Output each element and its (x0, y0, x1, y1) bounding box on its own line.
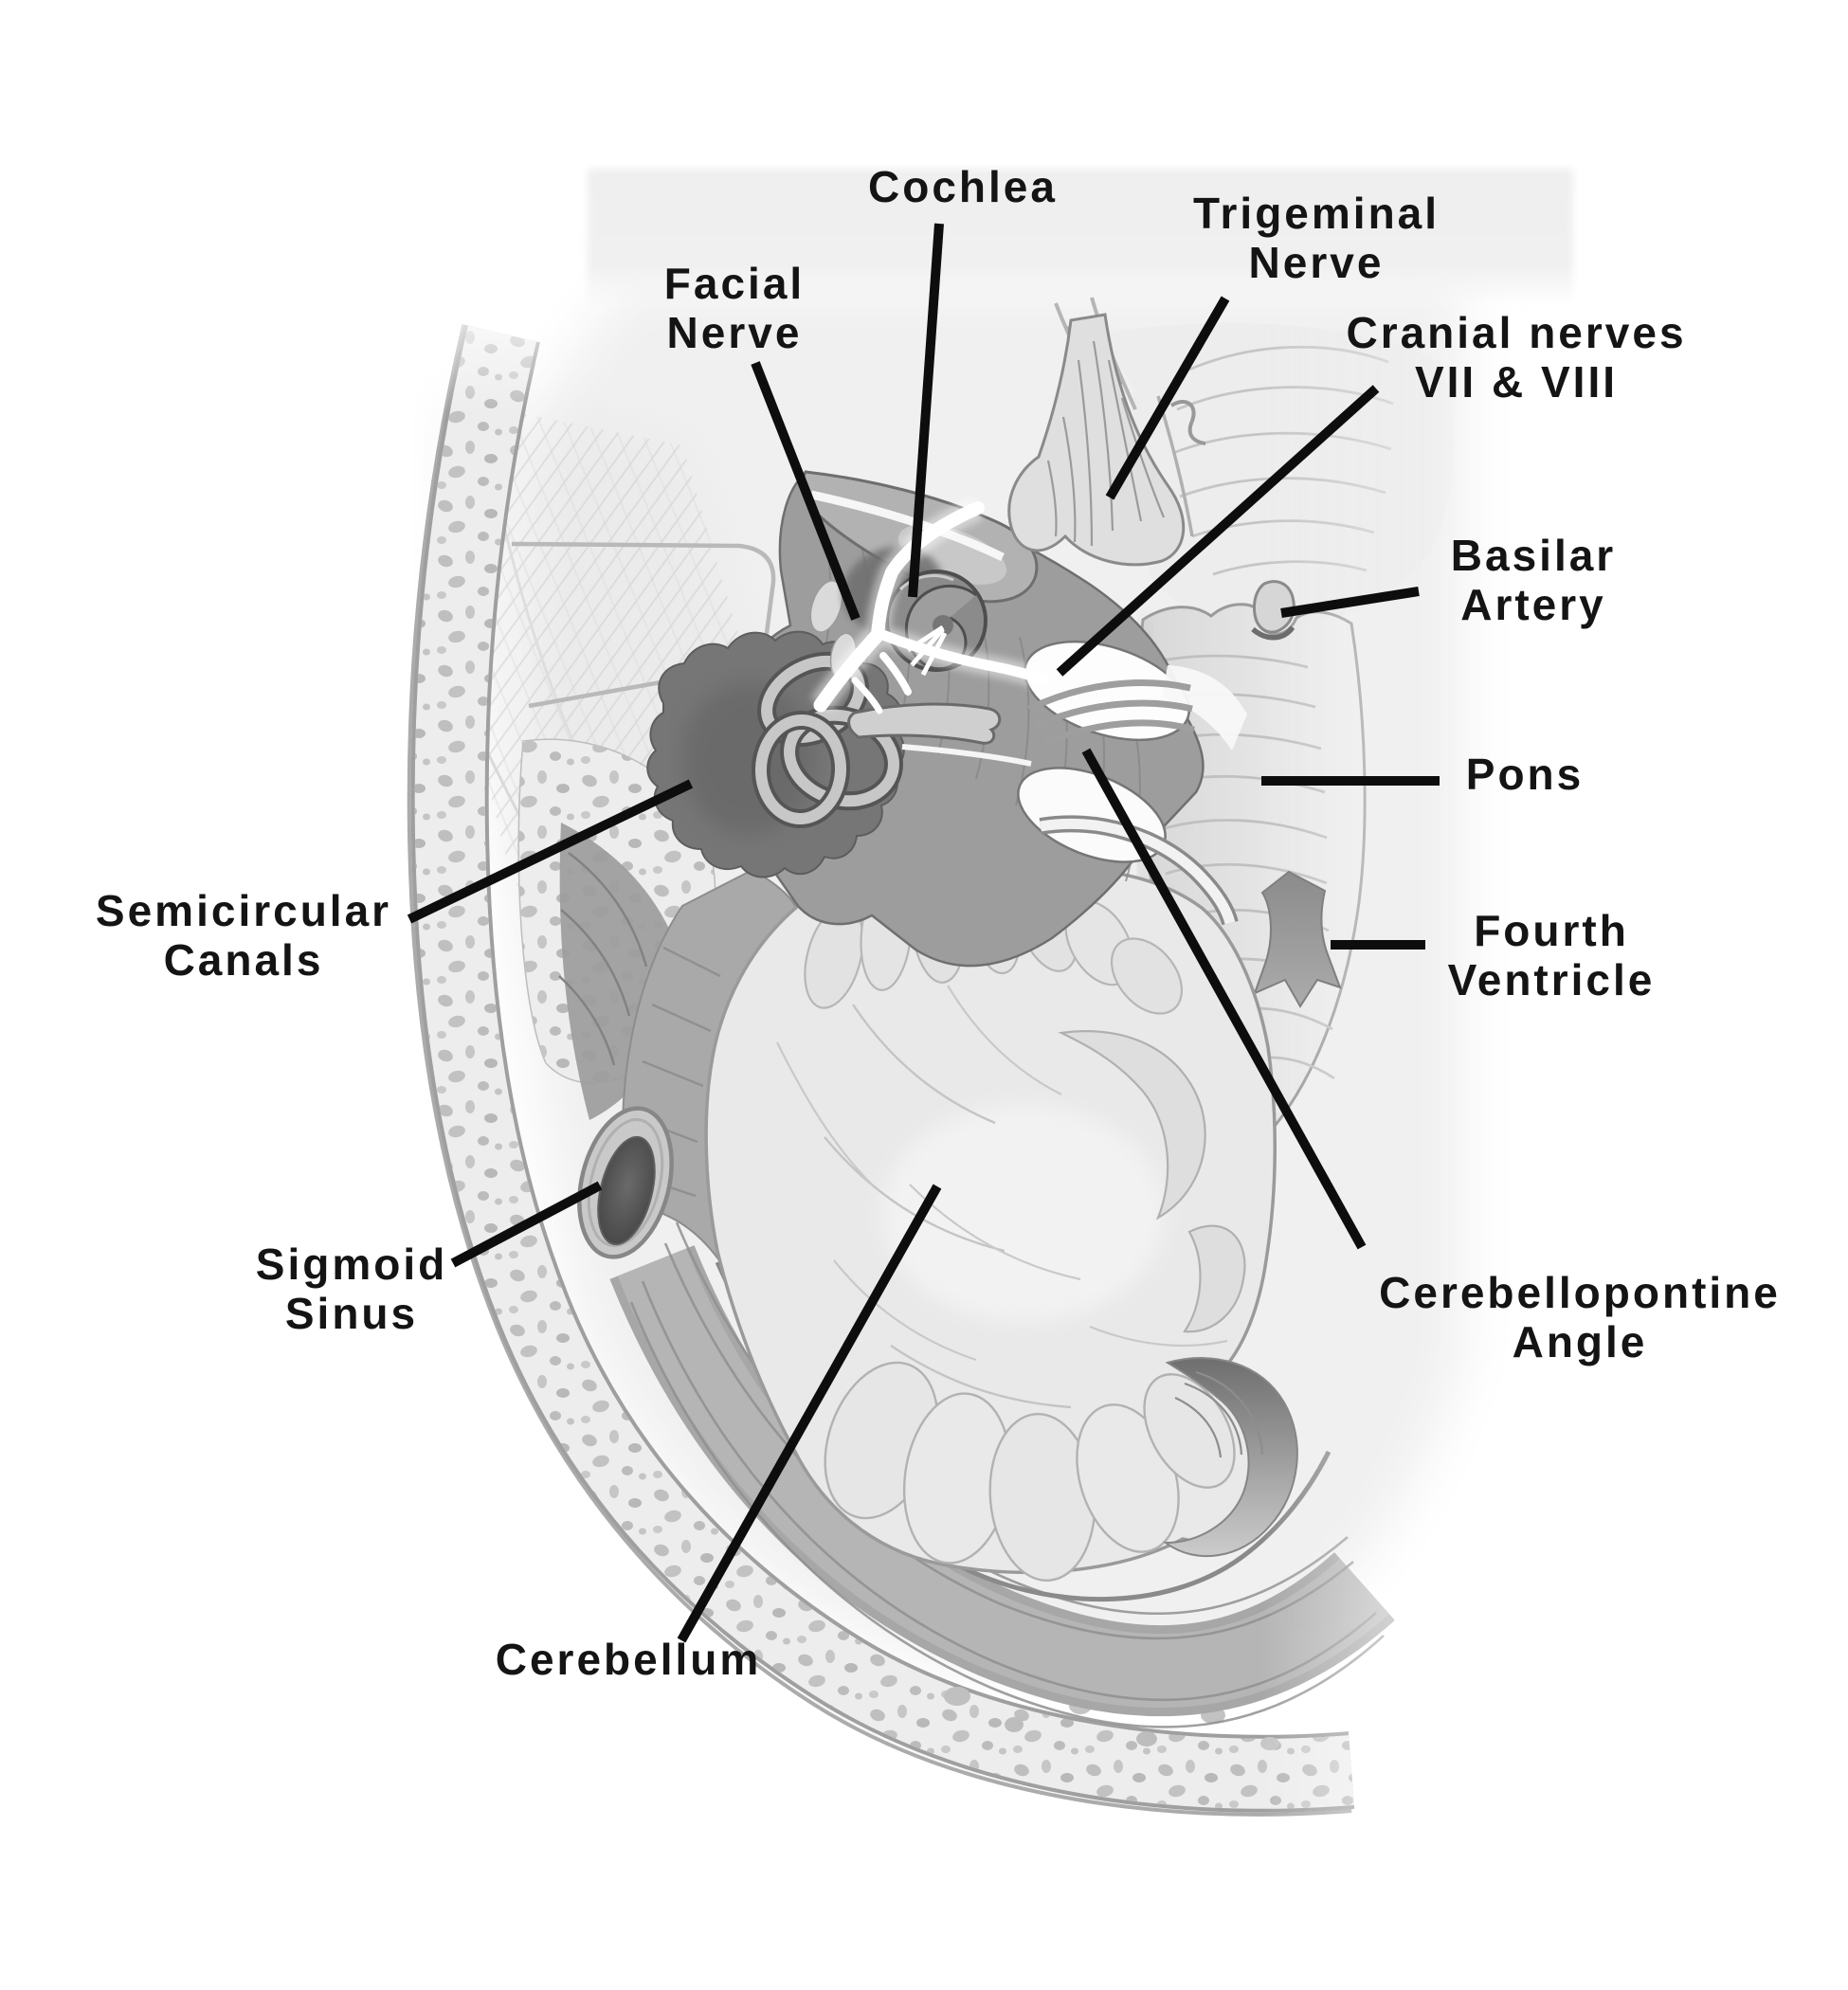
label-text: Nerve (1248, 238, 1385, 287)
label-trigeminal-nerve: Trigeminal Nerve (1193, 189, 1440, 287)
fourth-ventricle-shape (1253, 870, 1342, 1008)
label-text: Cochlea (868, 162, 1058, 211)
basilar-artery-tube (1251, 580, 1295, 641)
label-pons: Pons (1466, 750, 1584, 799)
label-text: Angle (1512, 1317, 1648, 1366)
label-text: Sigmoid (255, 1239, 448, 1289)
cerebellum-mass (704, 863, 1298, 1582)
label-cochlea: Cochlea (868, 162, 1058, 211)
leader-cerebellopontine-angle (1081, 748, 1367, 1250)
leader-semicircular-canals (407, 779, 694, 924)
leader-sigmoid-sinus (450, 1181, 603, 1268)
endolymphatic-duct (847, 702, 1002, 745)
leader-cranial-nerves-vii-viii (1056, 385, 1380, 677)
leader-cochlea (908, 223, 944, 598)
label-text: Pons (1465, 750, 1585, 799)
label-text: Cerebellopontine (1379, 1268, 1781, 1317)
label-text: Sinus (284, 1289, 419, 1338)
label-text: Basilar (1450, 531, 1617, 580)
cranial-nerve-vii-viii-bundle (1027, 679, 1195, 747)
label-text: Facial (663, 259, 806, 308)
leader-cerebellum (677, 1184, 942, 1643)
trigeminal-nerve-bundle (1007, 297, 1186, 567)
leader-trigeminal-nerve (1105, 296, 1230, 500)
label-text: Semicircular (95, 886, 392, 935)
label-text: Ventricle (1447, 955, 1656, 1004)
label-text: VII & VIII (1414, 357, 1619, 407)
label-text: Nerve (666, 308, 803, 357)
label-text: Canals (163, 935, 324, 985)
label-text: Artery (1460, 580, 1606, 629)
label-text: Trigeminal (1192, 189, 1440, 238)
sigmoid-sinus-opening (577, 1106, 674, 1259)
label-cranial-nerves-vii-viii: Cranial nerves VII & VIII (1346, 308, 1686, 407)
cerebellar-tonsil-curl (1162, 1357, 1298, 1558)
facial-nerve-branches (810, 497, 1050, 715)
label-cerebellopontine-angle: Cerebellopontine Angle (1379, 1268, 1781, 1366)
leader-lines (407, 223, 1440, 1643)
label-semicircular-canals: Semicircular Canals (96, 886, 391, 985)
leader-facial-nerve (751, 361, 861, 621)
label-cerebellum: Cerebellum (496, 1635, 762, 1684)
label-sigmoid-sinus: Sigmoid Sinus (256, 1239, 447, 1338)
leader-basilar-artery (1280, 587, 1420, 618)
diploe-speckles (414, 325, 1354, 1809)
label-basilar-artery: Basilar Artery (1451, 531, 1616, 629)
label-text: Fourth (1474, 906, 1629, 955)
tentorium-edge-hook (1169, 400, 1206, 445)
top-gray-band (588, 169, 1573, 307)
label-text: Cerebellum (495, 1635, 762, 1684)
label-facial-nerve: Facial Nerve (664, 259, 805, 357)
label-text: Cranial nerves (1346, 308, 1687, 357)
label-fourth-ventricle: Fourth Ventricle (1448, 906, 1656, 1004)
